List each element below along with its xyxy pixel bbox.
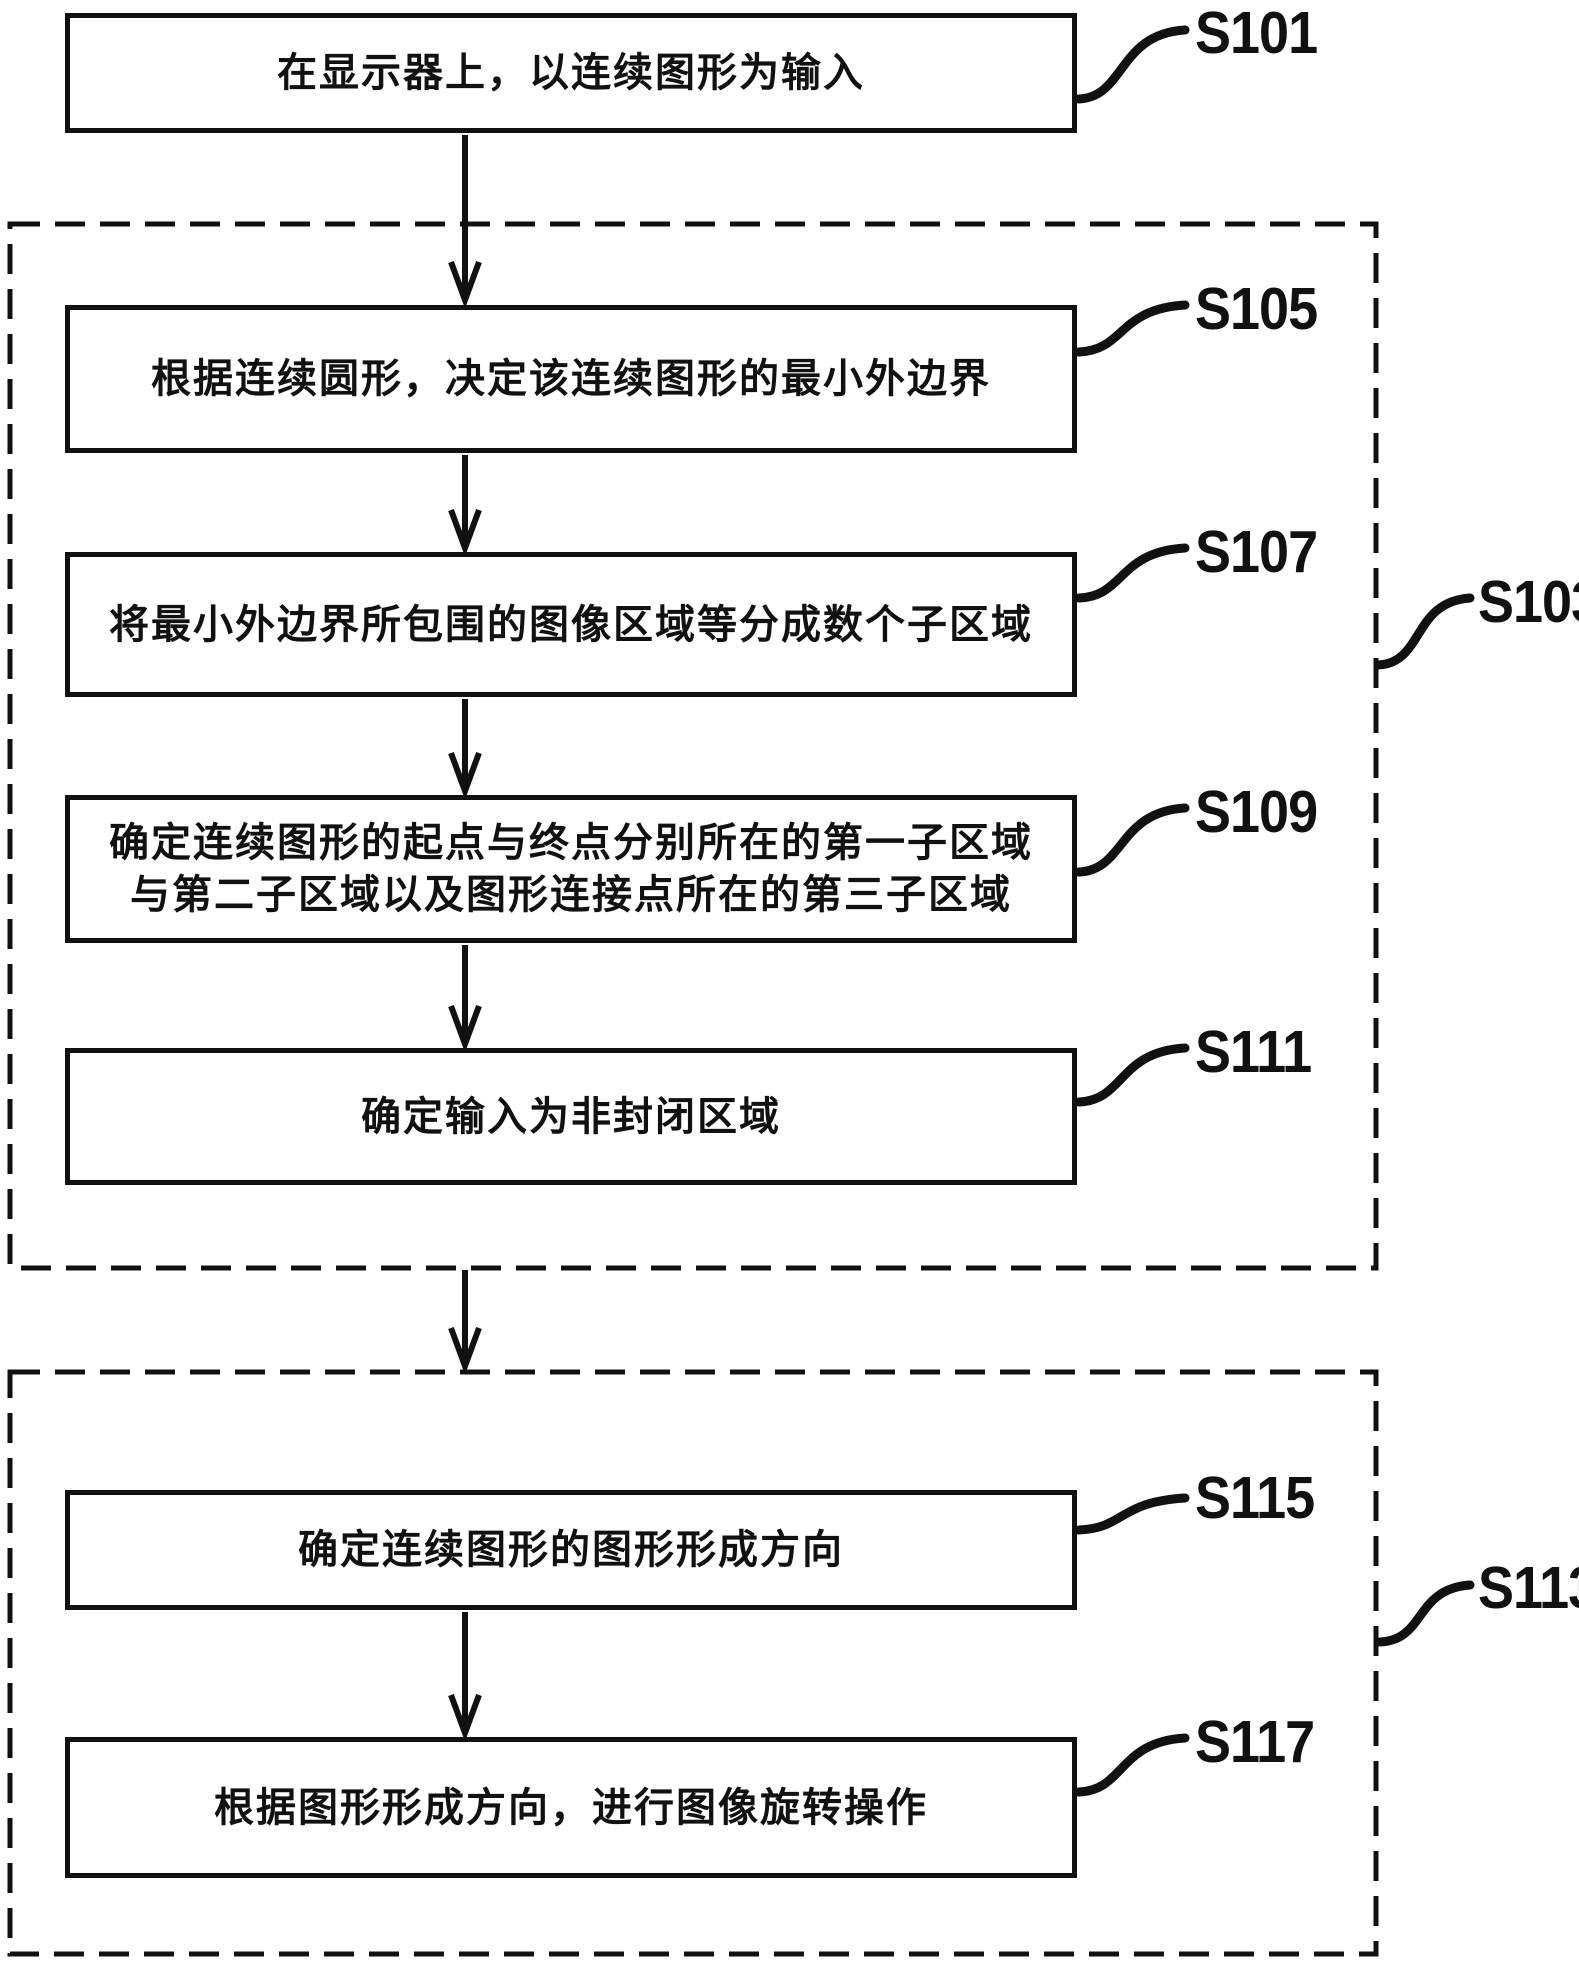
flow-step-s117: 根据图形形成方向，进行图像旋转操作: [65, 1737, 1077, 1878]
flow-step-s115-text: 确定连续图形的图形形成方向: [298, 1524, 844, 1576]
leader-s103: [1378, 598, 1470, 665]
step-label-s107: S107: [1195, 518, 1317, 586]
flow-step-s111: 确定输入为非封闭区域: [65, 1048, 1077, 1185]
arrow-s107-to-s109: [451, 699, 479, 791]
leader-s105: [1079, 305, 1185, 352]
leader-s113: [1380, 1585, 1470, 1642]
flow-step-s101-text: 在显示器上，以连续图形为输入: [277, 47, 865, 99]
leader-s107: [1079, 548, 1185, 598]
arrow-s109-to-s111: [451, 945, 479, 1044]
arrow-s103-to-s113: [451, 1270, 479, 1366]
step-label-s101: S101: [1195, 0, 1317, 67]
flow-step-s107-text: 将最小外边界所包围的图像区域等分成数个子区域: [109, 599, 1033, 651]
step-label-s115: S115: [1195, 1464, 1314, 1532]
step-label-s111: S111: [1195, 1018, 1311, 1086]
leader-s111: [1079, 1048, 1185, 1102]
flow-step-s111-text: 确定输入为非封闭区域: [361, 1091, 781, 1143]
flow-step-s109-text-line1: 确定连续图形的起点与终点分别所在的第一子区域: [109, 817, 1033, 869]
step-label-s117: S117: [1195, 1708, 1314, 1776]
step-label-s109: S109: [1195, 778, 1317, 846]
flow-step-s101: 在显示器上，以连续图形为输入: [65, 13, 1077, 133]
flow-step-s115: 确定连续图形的图形形成方向: [65, 1490, 1077, 1610]
flow-step-s107: 将最小外边界所包围的图像区域等分成数个子区域: [65, 552, 1077, 697]
flow-step-s105: 根据连续圆形，决定该连续图形的最小外边界: [65, 305, 1077, 453]
step-label-s103: S103: [1478, 568, 1579, 636]
arrow-s115-to-s117: [451, 1612, 479, 1733]
flow-step-s117-text: 根据图形形成方向，进行图像旋转操作: [214, 1782, 928, 1834]
leader-s115: [1079, 1498, 1185, 1530]
flow-step-s109-text-line2: 与第二子区域以及图形连接点所在的第三子区域: [130, 869, 1012, 921]
leader-s101: [1079, 30, 1185, 99]
step-label-s105: S105: [1195, 275, 1317, 343]
arrow-s101-to-s105: [451, 135, 479, 300]
step-label-s113: S113: [1478, 1554, 1579, 1622]
flow-step-s109: 确定连续图形的起点与终点分别所在的第一子区域 与第二子区域以及图形连接点所在的第…: [65, 795, 1077, 943]
arrow-s105-to-s107: [451, 455, 479, 548]
flow-step-s105-text: 根据连续圆形，决定该连续图形的最小外边界: [151, 353, 991, 405]
leader-s109: [1079, 808, 1185, 872]
leader-s117: [1079, 1738, 1185, 1792]
